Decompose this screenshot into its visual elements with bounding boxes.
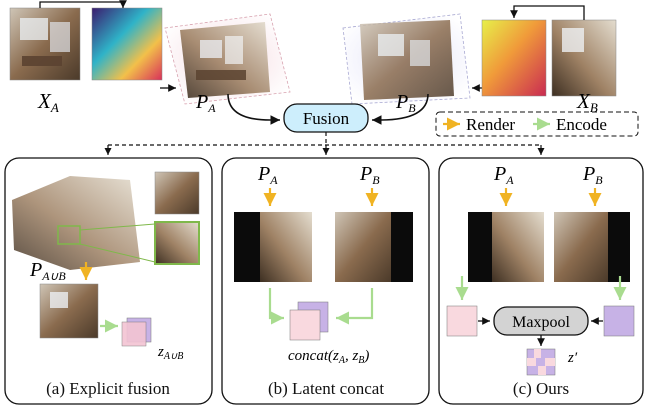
fusion-label: Fusion — [303, 109, 350, 128]
latent-union-block — [121, 317, 152, 347]
panel-latent-concat: PA PB concat(zA, zB) (b) Latent concat — [221, 157, 430, 405]
z-union-label: zA∪B — [157, 344, 183, 362]
pointcloud-b — [342, 13, 471, 105]
panel-a-title: (a) Explicit fusion — [46, 379, 170, 398]
depth-map-a — [91, 7, 163, 81]
x-b-label: XB — [576, 89, 598, 115]
input-view-a — [9, 0, 163, 81]
p-b-top-label: PB — [395, 91, 416, 115]
depth-link-arrow-b — [510, 5, 585, 20]
p-a-top-label: PA — [195, 91, 216, 115]
pointcloud-a — [164, 13, 291, 105]
concat-label: concat(zA, zB) — [288, 348, 369, 366]
arrow-pb-fusion — [372, 93, 429, 125]
depth-link-arrow-a — [39, 0, 127, 8]
rendered-image-a — [39, 283, 99, 339]
panel-b-frame — [221, 157, 430, 405]
input-view-b — [481, 5, 617, 97]
panel-c-title: (c) Ours — [513, 379, 569, 398]
concat-latent-block — [289, 301, 329, 341]
p-union-label: PA∪B — [29, 259, 66, 283]
p-b-c-label: PB — [582, 163, 603, 187]
panel-c-frame — [438, 157, 644, 405]
p-a-c-label: PA — [493, 163, 514, 187]
latent-b-block — [603, 305, 635, 337]
encode-arrow-b-a — [268, 288, 284, 325]
panel-a-frame — [4, 157, 213, 405]
legend: Render Encode — [435, 111, 639, 137]
arrow-pa-fusion — [227, 93, 280, 125]
x-a-label: XA — [37, 89, 59, 115]
latent-a-block — [446, 305, 478, 337]
legend-encode-label: Encode — [556, 115, 607, 134]
depth-map-b — [481, 19, 547, 97]
maxpool-label: Maxpool — [512, 314, 570, 331]
panel-explicit-fusion: PA∪B zA∪B (a) Explicit fusion — [4, 157, 213, 405]
zoom-region-box — [57, 225, 81, 245]
thumb-top — [154, 171, 200, 215]
encode-arrow-b-b — [336, 288, 374, 325]
p-a-b-label: PA — [257, 163, 278, 187]
panel-b-title: (b) Latent concat — [268, 379, 384, 398]
legend-render-label: Render — [466, 115, 515, 134]
z-prime-label: z′ — [567, 350, 578, 366]
distribution-lines — [104, 132, 545, 155]
pooled-latent-grid — [526, 348, 556, 376]
thumb-zoomed — [154, 221, 200, 265]
panel-ours: PA PB Maxpool z′ (c) Ours — [438, 157, 644, 405]
legend-box — [435, 111, 639, 137]
p-b-b-label: PB — [359, 163, 380, 187]
